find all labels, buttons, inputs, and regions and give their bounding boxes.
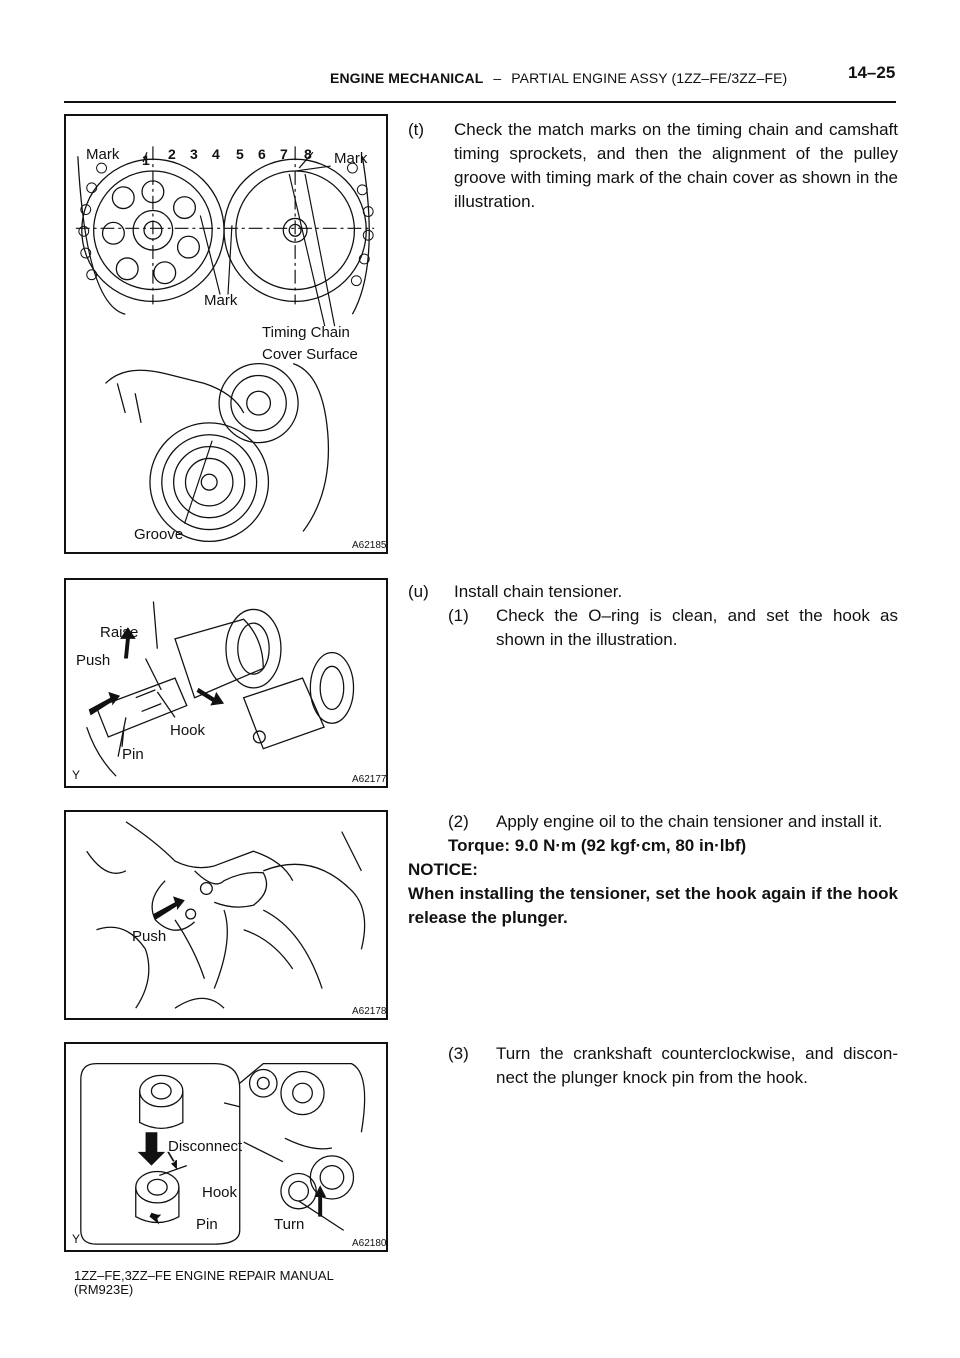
step-marker: (3) xyxy=(448,1044,469,1063)
footer-manual-title: 1ZZ–FE,3ZZ–FE ENGINE REPAIR MANUAL xyxy=(74,1268,334,1283)
header-section: ENGINE MECHANICAL xyxy=(330,70,484,86)
label-pin: Pin xyxy=(196,1216,218,1233)
page-header: ENGINE MECHANICAL–PARTIAL ENGINE ASSY (1… xyxy=(330,70,787,86)
step-text: Check the O–ring is clean, and set the h… xyxy=(496,606,898,649)
tensioner-hook-illustration xyxy=(86,601,355,777)
label-disconnect: Disconnect xyxy=(168,1138,243,1155)
chain-link-number: 8 xyxy=(304,146,312,162)
install-tensioner-illustration xyxy=(86,821,366,1009)
chain-link-number: 5 xyxy=(236,146,244,162)
header-subsection: PARTIAL ENGINE ASSY (1ZZ–FE/3ZZ–FE) xyxy=(511,70,788,86)
step-marker: (2) xyxy=(448,812,469,831)
header-rule xyxy=(64,101,896,103)
page-footer: 1ZZ–FE,3ZZ–FE ENGINE REPAIR MANUAL (RM92… xyxy=(74,1269,334,1297)
disconnect-plunger-illustration xyxy=(80,1062,366,1245)
label-turn: Turn xyxy=(274,1216,305,1233)
notice-text: When installing the tensioner, set the h… xyxy=(408,884,898,927)
chain-link-number: 1 xyxy=(142,152,150,168)
step-u3: (3) Turn the crankshaft counterclockwise… xyxy=(448,1042,898,1090)
chain-link-number: 4 xyxy=(212,146,220,162)
label-hook: Hook xyxy=(170,722,206,739)
label-mark-left: Mark xyxy=(86,146,120,163)
figure-timing-marks: Mark Mark 1 2 3 4 5 6 7 8 Mark Timing Ch… xyxy=(64,114,388,554)
label-mark-right: Mark xyxy=(334,150,368,167)
step-text: Check the match marks on the timing chai… xyxy=(454,120,898,211)
label-raise: Raise xyxy=(100,624,139,641)
label-pin: Pin xyxy=(122,746,144,763)
label-cover-surface: Cover Surface xyxy=(262,346,358,363)
step-t: (t) Check the match marks on the timing … xyxy=(408,118,898,214)
timing-marks-illustration xyxy=(75,146,375,543)
page-number: 14–25 xyxy=(848,63,896,82)
chain-link-number: 7 xyxy=(280,146,288,162)
step-marker: (u) xyxy=(408,582,429,601)
header-separator: – xyxy=(493,70,502,86)
chain-link-number: 3 xyxy=(190,146,198,162)
chain-link-number: 2 xyxy=(168,146,176,162)
label-groove: Groove xyxy=(134,526,184,543)
footer-manual-code: (RM923E) xyxy=(74,1282,134,1297)
torque-spec: Torque: 9.0 N·m (92 kgf·cm, 80 in·lbf) xyxy=(448,836,747,855)
step-text: Turn the crankshaft counterclockwise, an… xyxy=(496,1044,898,1087)
figure-tensioner-hook: Raise Push Hook Pin Y A62177 xyxy=(64,578,388,788)
y-mark: Y xyxy=(72,1232,81,1246)
label-push: Push xyxy=(132,928,167,945)
step-u1: (1) Check the O–ring is clean, and set t… xyxy=(448,604,898,652)
figure-install-tensioner: Push A62178 xyxy=(64,810,388,1020)
figure-code: A62185 xyxy=(352,540,387,551)
label-mark-center: Mark xyxy=(204,292,238,309)
figure-disconnect-plunger: Disconnect Hook Pin Turn Y A62180 xyxy=(64,1042,388,1252)
notice-title: NOTICE: xyxy=(408,860,478,879)
y-mark: Y xyxy=(72,768,81,782)
label-timing-chain: Timing Chain xyxy=(262,324,350,341)
figure-code: A62180 xyxy=(352,1238,387,1249)
step-marker: (1) xyxy=(448,606,469,625)
figure-code: A62178 xyxy=(352,1006,387,1017)
step-marker: (t) xyxy=(408,120,425,139)
chain-link-number: 6 xyxy=(258,146,266,162)
label-push: Push xyxy=(76,652,111,669)
step-text: Install chain tensioner. xyxy=(454,582,623,601)
figure-code: A62177 xyxy=(352,774,387,785)
label-hook: Hook xyxy=(202,1184,238,1201)
step-u2: (2) Apply engine oil to the chain tensio… xyxy=(448,810,898,834)
step-u: (u) Install chain tensioner. xyxy=(408,580,898,604)
step-text: Apply engine oil to the chain tensioner … xyxy=(496,812,883,831)
